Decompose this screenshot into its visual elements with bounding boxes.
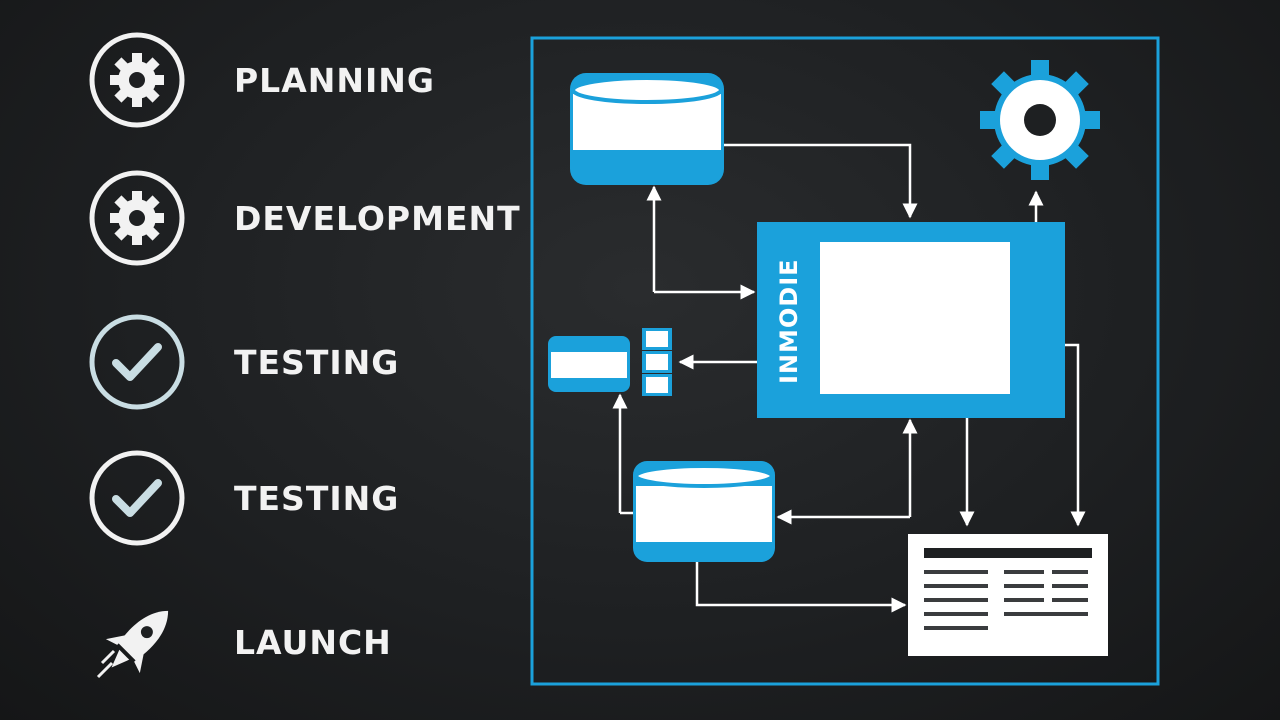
step-launch: LAUNCH bbox=[88, 592, 392, 692]
central-module bbox=[757, 222, 1065, 418]
step-label: DEVELOPMENT bbox=[234, 198, 521, 238]
step-label: PLANNING bbox=[234, 60, 435, 100]
document-icon bbox=[908, 534, 1108, 656]
gear-icon bbox=[88, 31, 186, 129]
step-development: DEVELOPMENT bbox=[88, 168, 521, 268]
connector bbox=[1062, 343, 1086, 527]
gear-icon bbox=[88, 169, 186, 267]
gear-icon bbox=[980, 60, 1100, 180]
step-label: TESTING bbox=[234, 478, 400, 518]
check-icon bbox=[88, 313, 186, 411]
database-icon bbox=[633, 461, 775, 562]
step-label: LAUNCH bbox=[234, 622, 392, 662]
rocket-icon bbox=[88, 593, 186, 691]
connectors bbox=[612, 143, 1086, 613]
stack-icon bbox=[642, 328, 672, 396]
step-testing-2: TESTING bbox=[88, 448, 399, 548]
step-testing: TESTING bbox=[88, 312, 399, 412]
diagram-frame bbox=[530, 36, 1160, 686]
step-label: TESTING bbox=[234, 342, 400, 382]
database-icon bbox=[548, 336, 630, 392]
step-planning: PLANNING bbox=[88, 30, 435, 130]
database-icon bbox=[570, 73, 724, 185]
connector bbox=[695, 562, 907, 613]
connector bbox=[724, 143, 918, 219]
check-icon bbox=[88, 449, 186, 547]
central-module-label: INMODIE bbox=[775, 258, 803, 384]
